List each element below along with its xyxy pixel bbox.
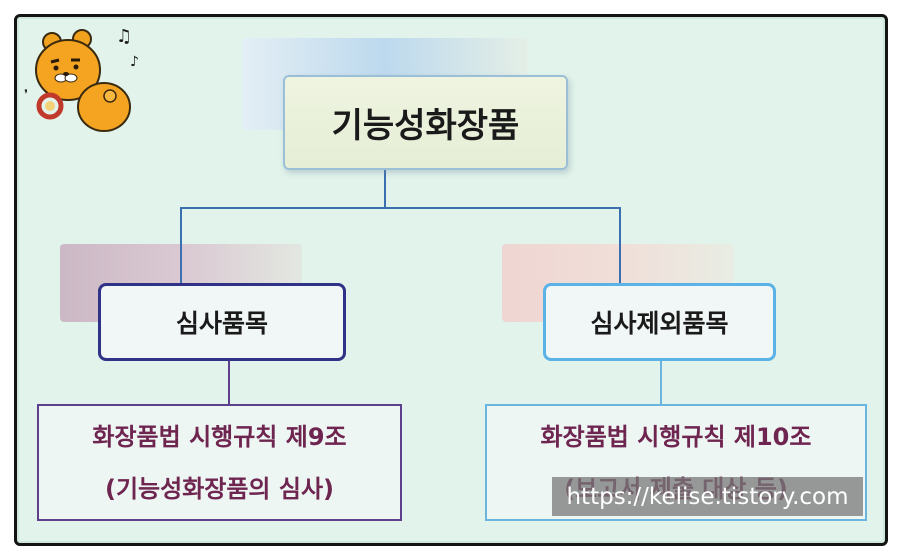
- left-detail-box: 화장품법 시행규칙 제9조 (기능성화장품의 심사): [37, 404, 402, 521]
- watermark-text: https://kelise.tistory.com: [566, 483, 849, 510]
- svg-text:♫: ♫: [116, 26, 132, 47]
- root-label: 기능성화장품: [331, 106, 520, 146]
- svg-text:♪: ♪: [130, 54, 139, 70]
- right-detail-line1: 화장품법 시행규칙 제10조: [540, 422, 812, 451]
- connector-left-down: [180, 207, 182, 285]
- connector-left-leaf: [228, 361, 230, 405]
- connector-horizontal: [180, 207, 621, 209]
- connector-root-down: [384, 168, 386, 208]
- root-node: 기능성화장품: [283, 75, 568, 170]
- connector-right-leaf: [660, 361, 662, 405]
- svg-text:❜: ❜: [24, 87, 28, 101]
- right-branch-label: 심사제외품목: [590, 309, 729, 338]
- left-branch-node: 심사품목: [98, 283, 346, 361]
- right-branch-node: 심사제외품목: [543, 283, 776, 361]
- ryan-bear-with-music-notes-icon: ♫ ♪ ❜: [24, 26, 139, 132]
- left-detail-line2: (기능성화장품의 심사): [104, 474, 334, 503]
- left-branch-label: 심사품목: [175, 309, 268, 338]
- watermark: https://kelise.tistory.com: [552, 477, 863, 516]
- connector-right-down: [619, 207, 621, 285]
- left-detail-line1: 화장품법 시행규칙 제9조: [92, 422, 347, 451]
